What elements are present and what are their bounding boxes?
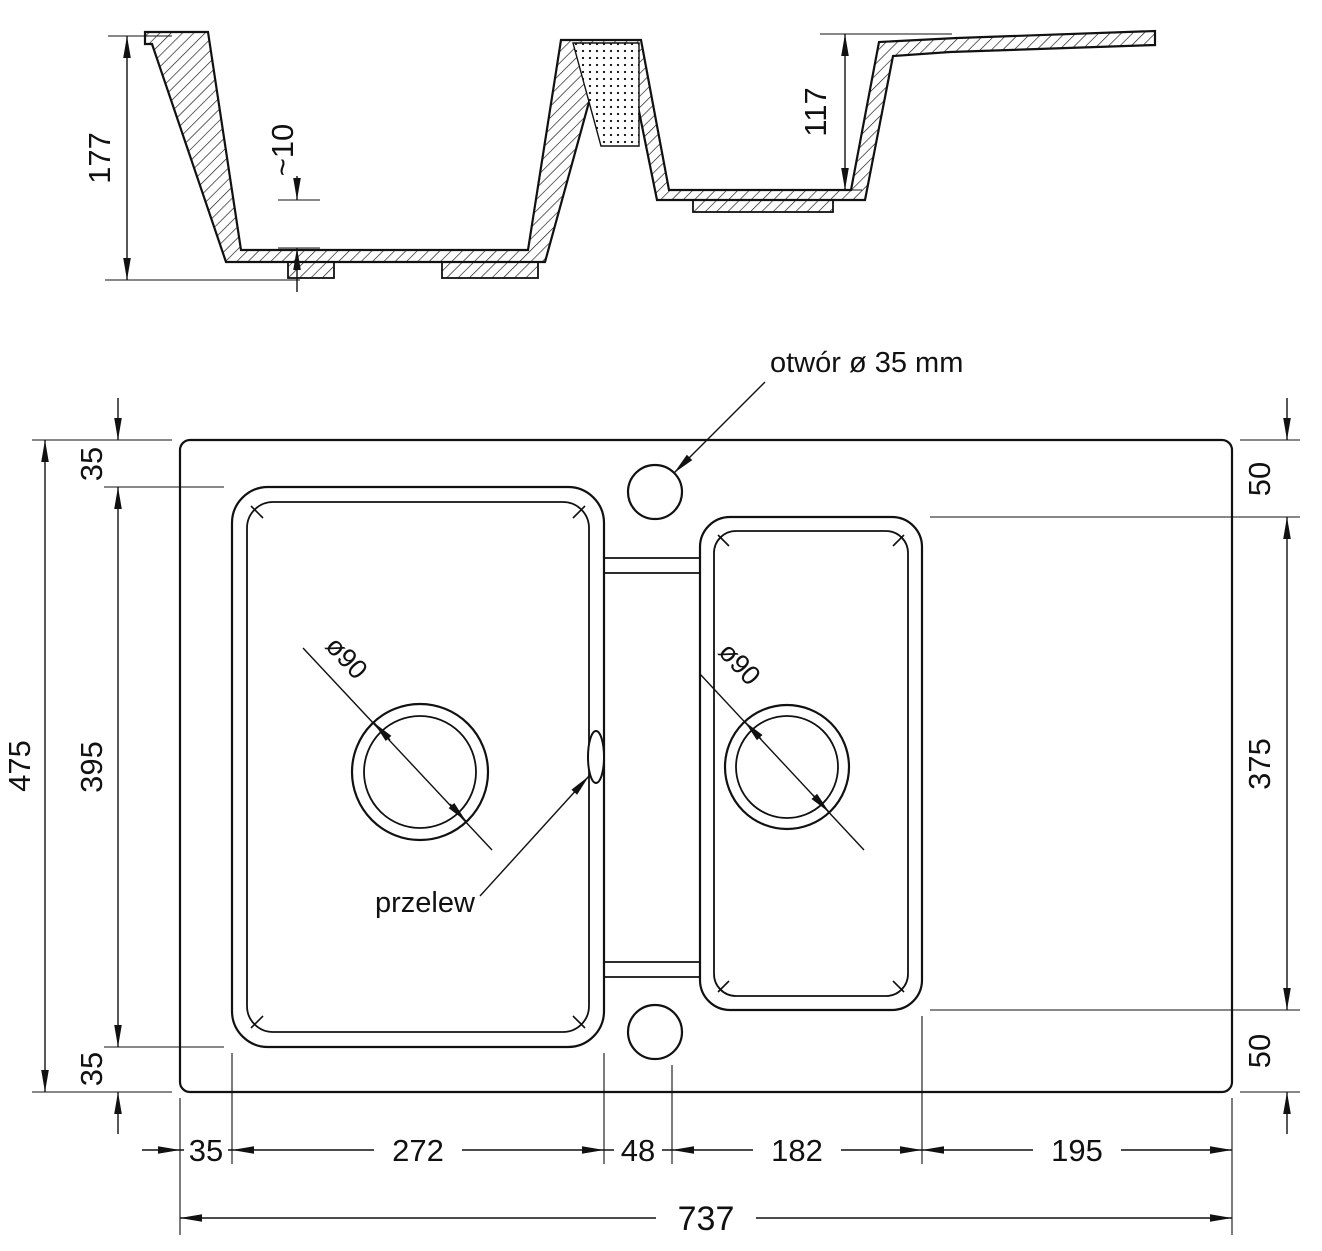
section-divider-insert xyxy=(572,42,640,147)
dim-basin-height: 395 xyxy=(74,741,109,793)
dim-depth-main: 177 xyxy=(82,132,117,184)
note-overflow: przelew xyxy=(375,887,476,919)
dim-top-margin: 35 xyxy=(74,447,109,481)
faucet-hole-callout: otwór ø 35 mm xyxy=(673,347,963,474)
dim-total-height: 475 xyxy=(2,740,37,792)
second-basin-inner xyxy=(713,530,909,997)
section-dimensions: 177 ~10 117 xyxy=(82,33,952,292)
cross-section-view: 177 ~10 117 xyxy=(82,29,1157,292)
dim-total-width: 737 xyxy=(678,1200,735,1238)
drain-left-outer xyxy=(350,702,490,842)
section-foot-pad xyxy=(441,261,539,279)
basin-bridge xyxy=(604,557,700,978)
faucet-hole-bottom xyxy=(626,1003,684,1061)
dim-right-top-margin: 50 xyxy=(1242,462,1277,496)
dim-right-basin-height: 375 xyxy=(1242,738,1277,790)
plan-view: ø90 ø90 otwór ø 35 mm przelew xyxy=(178,347,1234,1094)
faucet-hole-top xyxy=(626,463,684,521)
section-body xyxy=(143,29,1157,264)
plan-dimensions: 475 35 395 35 50 375 50 35 xyxy=(2,398,1300,1238)
section-foot-pad xyxy=(287,261,335,279)
overflow-slot xyxy=(587,730,605,784)
dim-depth-secondary: 117 xyxy=(798,87,833,136)
basin-corner-ticks xyxy=(250,505,905,1029)
drain-left-inner xyxy=(363,715,477,829)
dim-bottom-thickness: ~10 xyxy=(265,124,300,177)
dim-left-margin: 35 xyxy=(189,1133,223,1168)
dim-drainer-width: 195 xyxy=(1051,1133,1103,1168)
dim-center-gap: 48 xyxy=(621,1133,655,1168)
section-foot-pad xyxy=(692,199,834,213)
dim-second-basin-width: 182 xyxy=(771,1133,823,1168)
drain-right-inner xyxy=(735,715,839,819)
dim-right-bottom-margin: 50 xyxy=(1242,1034,1277,1068)
dim-main-basin-width: 272 xyxy=(392,1133,444,1168)
dim-bottom-margin: 35 xyxy=(74,1052,109,1086)
overflow-callout: przelew xyxy=(375,775,590,919)
note-faucet-hole: otwór ø 35 mm xyxy=(770,347,963,379)
